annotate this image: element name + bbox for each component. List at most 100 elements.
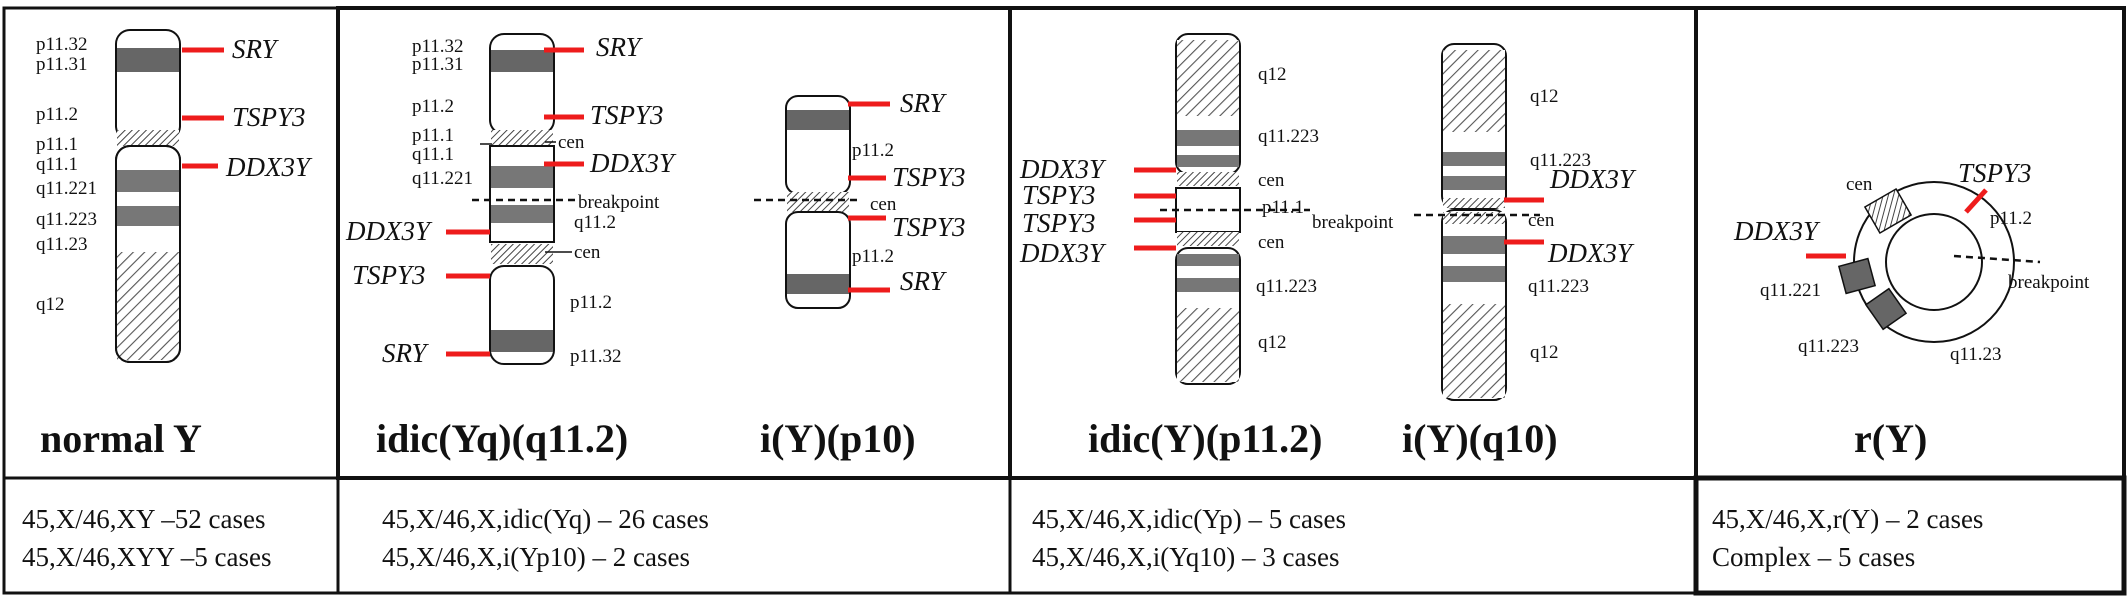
case-line: 45,X/46,X,idic(Yp) – 5 cases [1032, 504, 1346, 534]
band-label: p11.31 [36, 54, 88, 75]
panel-title: idic(Y)(p11.2) [1088, 416, 1322, 461]
chromosome-normal-y [115, 29, 181, 363]
band-label: cen [1528, 210, 1555, 231]
gene-label: SRY [900, 266, 948, 296]
i-yp10-markers [848, 101, 890, 293]
band-label: q11.223 [1530, 150, 1591, 171]
chromosome-idic-yp [1175, 33, 1241, 385]
panel-title: i(Y)(q10) [1402, 416, 1558, 461]
i-yq10-band-labels: q12 q11.223 cen q11.223 q12 [1528, 86, 1591, 363]
gene-label: TSPY3 [232, 102, 306, 132]
band-label: q11.221 [36, 178, 97, 199]
band-label: q11.23 [36, 234, 88, 255]
ring-gene-labels: TSPY3 DDX3Y [1733, 158, 2032, 246]
normal-y-markers [182, 47, 224, 169]
idic-yp-gene-labels: DDX3Y TSPY3 TSPY3 DDX3Y [1019, 154, 1107, 268]
band-label: cen [574, 242, 601, 263]
ring-band-labels: cen p11.2 breakpoint q11.221 q11.223 q11… [1760, 174, 2090, 365]
band-label: cen [1258, 170, 1285, 191]
band-label: cen [1846, 174, 1873, 195]
band-label: q11.2 [574, 212, 616, 233]
gene-label: DDX3Y [345, 216, 433, 246]
idic-yq-gene-labels: SRY TSPY3 DDX3Y DDX3Y TSPY3 SRY [345, 32, 677, 368]
breakpoint-line [1953, 254, 2041, 264]
case-line: 45,X/46,X,r(Y) – 2 cases [1712, 504, 1983, 534]
i-yp10-gene-labels: SRY TSPY3 TSPY3 SRY [892, 88, 966, 296]
band-label: p11.32 [570, 346, 622, 367]
gene-label: SRY [900, 88, 948, 118]
idic-yq-markers [446, 47, 584, 357]
gene-label: DDX3Y [1019, 238, 1107, 268]
gene-label: DDX3Y [225, 152, 313, 182]
case-line: 45,X/46,XYY –5 cases [22, 542, 271, 572]
band-label: q11.223 [1528, 276, 1589, 297]
band-label: q11.223 [1798, 336, 1859, 357]
panel-frames [2, 6, 2127, 596]
band-label: q11.223 [36, 209, 97, 230]
i-yq10-gene-labels: DDX3Y DDX3Y [1547, 164, 1637, 268]
band-label: p11.2 [852, 140, 894, 161]
band-label: p11.1 [1262, 197, 1304, 218]
band-label: q12 [1258, 64, 1287, 85]
case-line: 45,X/46,XY –52 cases [22, 504, 265, 534]
i-yp10-band-labels: p11.2 cen p11.2 [852, 140, 897, 267]
band-label: q11.223 [1258, 126, 1319, 147]
panel-title: r(Y) [1854, 416, 1927, 461]
band-label: cen [870, 194, 897, 215]
band-label: p11.32 [36, 34, 88, 55]
gene-label: TSPY3 [892, 212, 966, 242]
band-label: q11.221 [1760, 280, 1821, 301]
gene-label: DDX3Y [1549, 164, 1637, 194]
case-line: 45,X/46,X,i(Yp10) – 2 cases [382, 542, 690, 572]
band-label: q12 [36, 294, 65, 315]
band-label: cen [558, 132, 585, 153]
chromosome-i-yq10 [1441, 43, 1507, 401]
idic-yp-band-labels: q12 q11.223 cen p11.1 breakpoint cen q11… [1256, 64, 1394, 353]
i-yq10-markers [1504, 197, 1544, 245]
band-label: breakpoint [2008, 272, 2090, 293]
normal-y-band-labels: p11.32 p11.31 p11.2 p11.1 q11.1 q11.221 … [36, 34, 97, 315]
band-label: q11.23 [1950, 344, 2002, 365]
gene-label: DDX3Y [1019, 154, 1107, 184]
chromosome-idic-yq [489, 33, 555, 365]
gene-label: SRY [382, 338, 430, 368]
gene-label: TSPY3 [352, 260, 426, 290]
band-label: q11.223 [1256, 276, 1317, 297]
case-line: Complex – 5 cases [1712, 542, 1915, 572]
band-label: p11.2 [852, 246, 894, 267]
ring-markers [1806, 188, 1988, 259]
idic-yp-markers [1134, 167, 1176, 251]
gene-label: TSPY3 [892, 162, 966, 192]
gene-label: DDX3Y [1547, 238, 1635, 268]
band-label: breakpoint [578, 192, 660, 213]
panel-title: normal Y [40, 416, 202, 461]
band-label: cen [1258, 232, 1285, 253]
band-label: p11.32 [412, 36, 464, 57]
band-label: q12 [1258, 332, 1287, 353]
case-line: 45,X/46,X,i(Yq10) – 3 cases [1032, 542, 1339, 572]
band-label: p11.2 [36, 104, 78, 125]
ring-chromosome [1837, 181, 2015, 343]
gene-label: TSPY3 [1022, 180, 1096, 210]
chromosome-i-yp10 [785, 95, 851, 309]
band-label: p11.2 [570, 292, 612, 313]
gene-label: TSPY3 [1958, 158, 2032, 188]
band-label: p11.2 [412, 96, 454, 117]
gene-label: SRY [232, 34, 280, 64]
panel-title: i(Y)(p10) [760, 416, 916, 461]
gene-label: DDX3Y [589, 148, 677, 178]
gene-label: SRY [596, 32, 644, 62]
band-label: breakpoint [1312, 212, 1394, 233]
band-label: q12 [1530, 342, 1559, 363]
gene-label: TSPY3 [1022, 208, 1096, 238]
band-label: p11.1 [36, 134, 78, 155]
gene-label: TSPY3 [590, 100, 664, 130]
panel-title: idic(Yq)(q11.2) [376, 416, 628, 461]
gene-label: DDX3Y [1733, 216, 1821, 246]
idic-yq-band-labels: p11.32 p11.31 p11.2 p11.1 cen q11.1 q11.… [412, 36, 660, 367]
band-label: q11.1 [36, 154, 78, 175]
band-label: p11.31 [412, 54, 464, 75]
band-label: q12 [1530, 86, 1559, 107]
normal-y-gene-labels: SRY TSPY3 DDX3Y [225, 34, 313, 182]
